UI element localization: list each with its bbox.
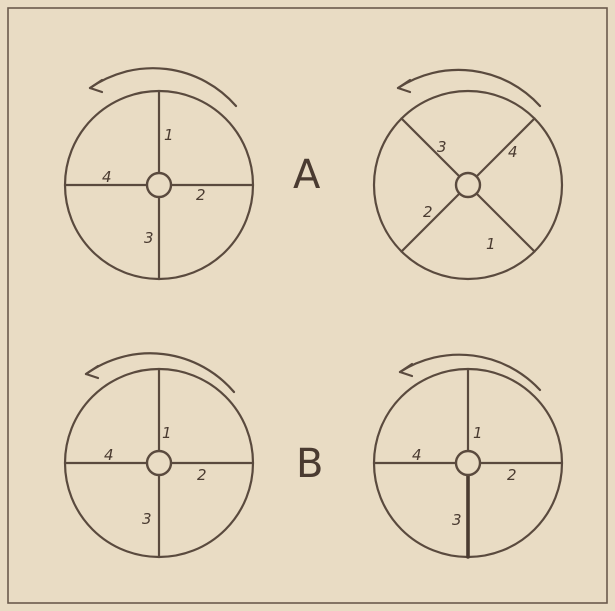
figure-border bbox=[7, 7, 608, 604]
spoke-label: 2 bbox=[507, 466, 517, 484]
row-label-b: B bbox=[296, 441, 323, 487]
spoke-label: 4 bbox=[412, 446, 422, 464]
wheel-rim bbox=[372, 89, 564, 281]
rotation-arrow-icon bbox=[88, 67, 238, 108]
arrowhead-icon bbox=[84, 364, 100, 380]
spoke-label: 4 bbox=[104, 446, 114, 464]
spoke-label: 2 bbox=[423, 203, 433, 221]
spoke-label: 2 bbox=[196, 186, 206, 204]
wheel-b-left: 1 2 3 4 bbox=[63, 352, 255, 559]
spoke-label: 2 bbox=[197, 466, 207, 484]
spoke-label: 3 bbox=[142, 510, 152, 528]
arrowhead-icon bbox=[396, 78, 412, 94]
arrowhead-icon bbox=[398, 362, 414, 378]
spoke-label: 1 bbox=[164, 126, 174, 144]
wheel-hub bbox=[454, 171, 482, 199]
rotation-arrow-icon bbox=[398, 353, 542, 392]
spoke-label: 3 bbox=[437, 138, 447, 156]
spoke-label: 1 bbox=[486, 235, 496, 253]
wheel-a-right: 1 2 3 4 bbox=[372, 68, 564, 281]
wheel-hub bbox=[145, 171, 173, 199]
spoke-label: 4 bbox=[508, 143, 518, 161]
spoke-label: 1 bbox=[473, 424, 483, 442]
rotation-arrow-icon bbox=[396, 68, 542, 108]
spoke-label: 1 bbox=[162, 424, 172, 442]
row-label-a: A bbox=[293, 152, 321, 198]
wheel-hub bbox=[454, 449, 482, 477]
spoke-label: 3 bbox=[452, 511, 462, 529]
spoke-label: 4 bbox=[102, 168, 112, 186]
wheel-b-right: 1 2 3 4 bbox=[372, 353, 564, 559]
wheel-hub bbox=[145, 449, 173, 477]
wheel-a-left: 1 2 3 4 bbox=[63, 67, 255, 281]
rotation-arrow-icon bbox=[84, 352, 236, 394]
spoke-label: 3 bbox=[144, 229, 154, 247]
arrowhead-icon bbox=[88, 78, 104, 94]
